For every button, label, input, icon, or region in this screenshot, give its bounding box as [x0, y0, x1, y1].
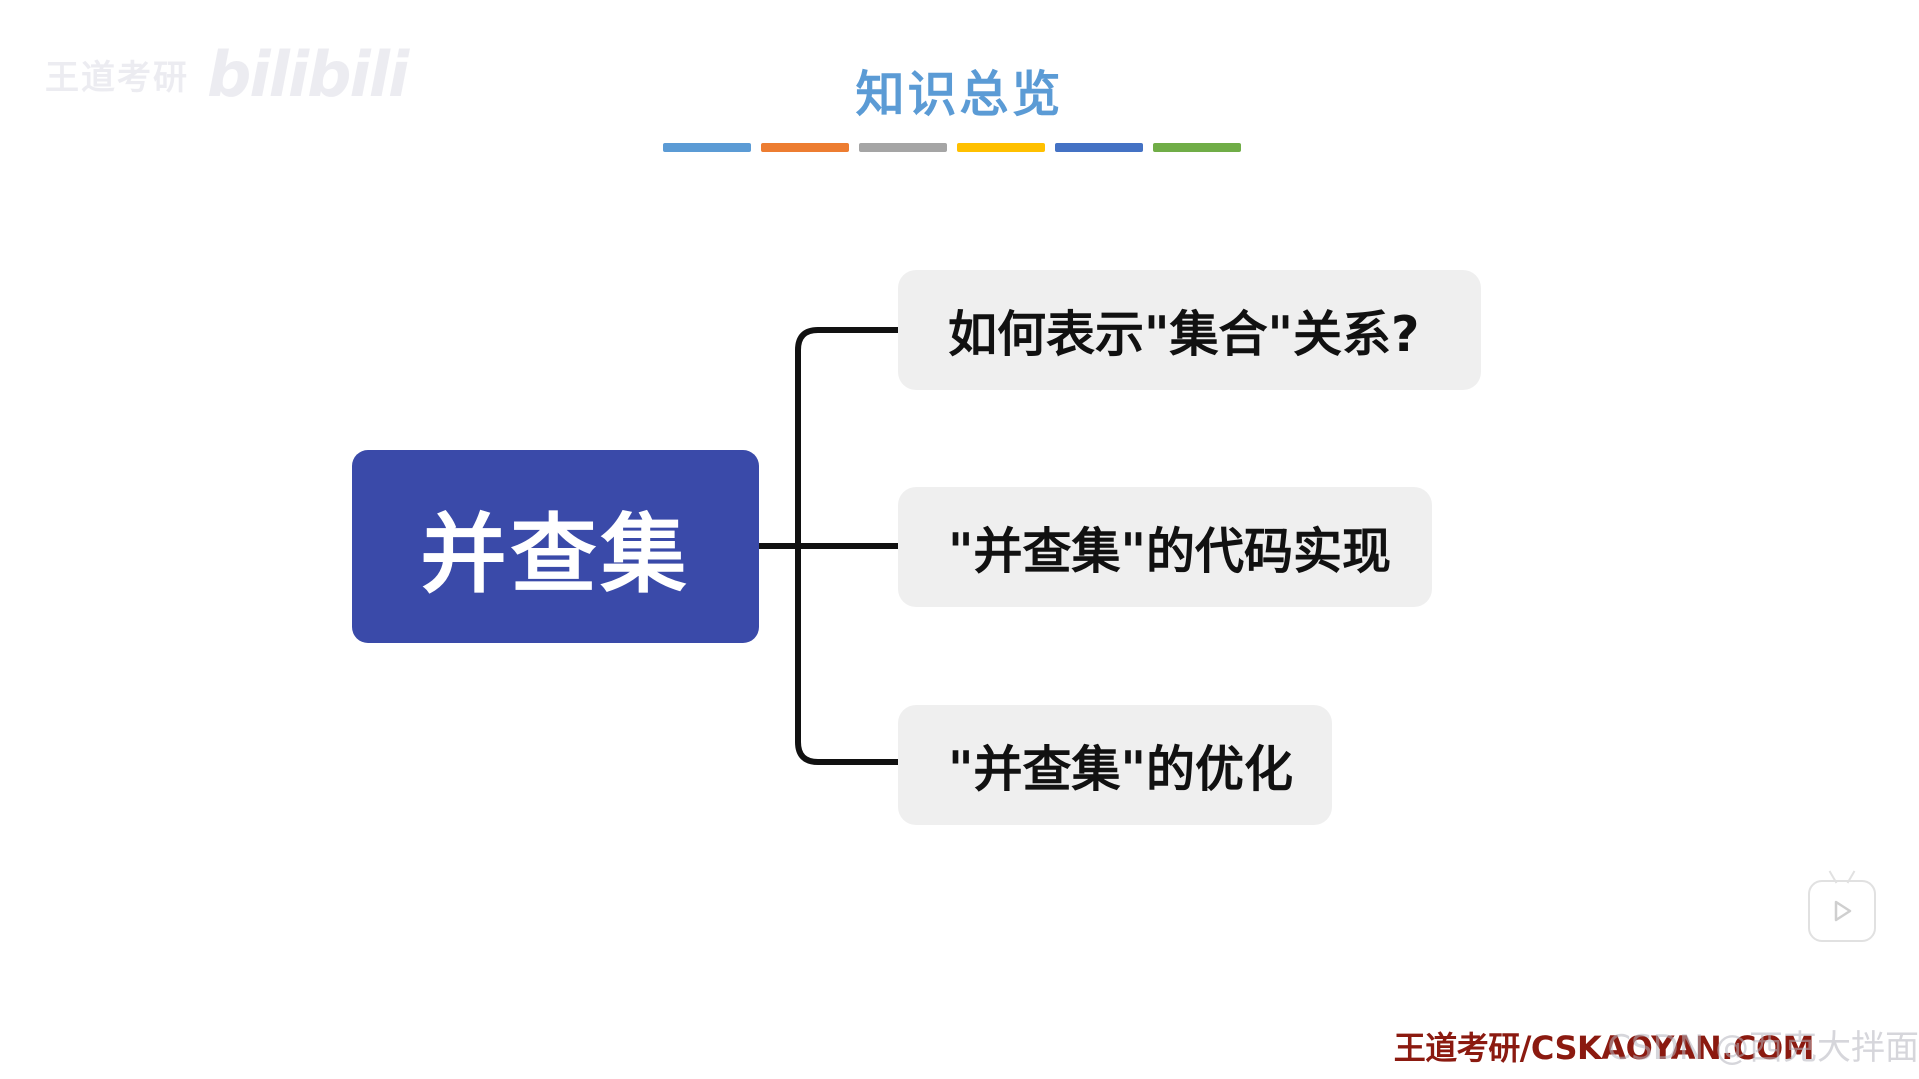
color-bar	[1153, 143, 1241, 152]
mindmap-root-node: 并查集	[352, 450, 759, 643]
bilibili-logo: bilibili	[207, 38, 409, 111]
color-bar	[1055, 143, 1143, 152]
color-bar-strip	[663, 143, 1241, 152]
color-bar	[957, 143, 1045, 152]
csdn-watermark: CSDN @西克大拌面	[1607, 1028, 1919, 1068]
mindmap-branch-represent-set: 如何表示"集合"关系?	[898, 270, 1481, 390]
mindmap-branch-code-implementation: "并查集"的代码实现	[898, 487, 1432, 607]
connector-branch-top	[795, 327, 898, 765]
play-button[interactable]	[1808, 880, 1876, 942]
slide-title: 知识总览	[855, 66, 1064, 123]
publisher-watermark: 王道考研	[45, 58, 189, 98]
color-bar	[663, 143, 751, 152]
bilibili-watermark: 王道考研 bilibili	[45, 38, 409, 111]
color-bar	[859, 143, 947, 152]
play-icon	[1834, 900, 1852, 922]
footer-source: 王道考研/CSKAOYAN.COM	[1393, 1029, 1815, 1067]
mindmap-branch-optimization: "并查集"的优化	[898, 705, 1332, 825]
color-bar	[761, 143, 849, 152]
